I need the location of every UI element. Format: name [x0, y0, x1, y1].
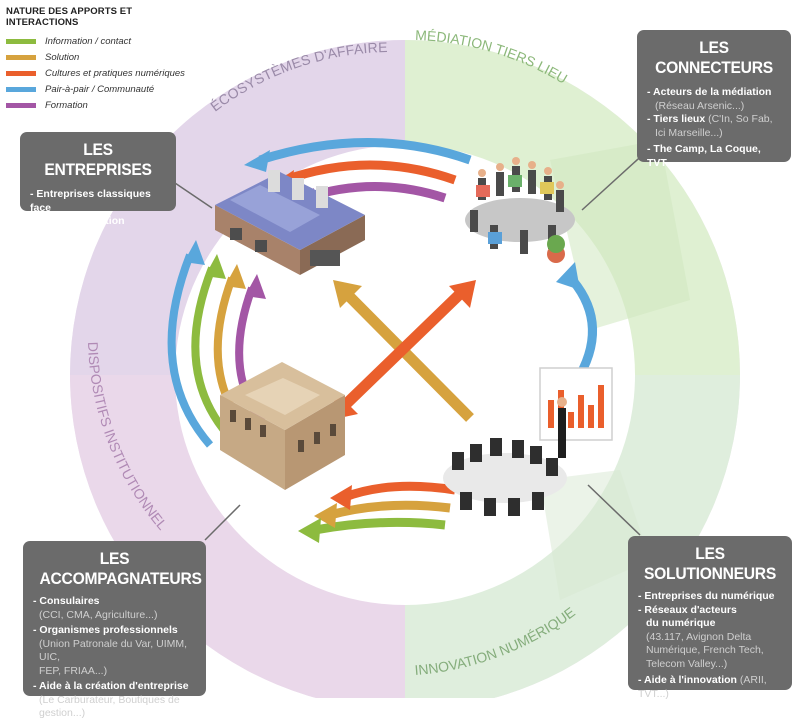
solutionneurs-line-2-sub: (43.117, Avignon Delta	[646, 630, 752, 643]
accompagnateurs-line-1-sub: (CCI, CMA, Agriculture...)	[39, 608, 158, 621]
mediation-highlight	[550, 140, 690, 330]
solutionneurs-line-2-sub2: Numérique, French Tech,	[646, 644, 764, 656]
connecteurs-line-1-sub: (Réseau Arsenic...)	[655, 99, 745, 112]
entreprises-line-1: - Entreprises classiques face	[30, 188, 151, 214]
legend-swatch-green	[6, 38, 36, 44]
diagonal-orange	[338, 288, 466, 412]
arrow-head-blue-top	[244, 150, 270, 172]
legend-label: Information / contact	[45, 35, 132, 47]
connecteurs-line-2: - Tiers lieux (C'In, So Fab,	[647, 113, 773, 125]
arrow-head-blue-left	[184, 240, 205, 265]
accompagnateurs-line-1: - Consulaires	[33, 595, 100, 607]
legend-item: Formation	[6, 97, 196, 113]
connecteurs-line-2-sub: Ici Marseille...)	[655, 126, 723, 139]
legend-item: Information / contact	[6, 33, 196, 49]
entreprises-box: LES ENTREPRISES - Entreprises classiques…	[20, 132, 176, 227]
diagonal-orange-head	[449, 280, 476, 308]
legend-item: Pair-à-pair / Communauté	[6, 81, 196, 97]
arrow-head-orange-bottom	[330, 485, 352, 510]
entreprises-line-2: à la transformation	[30, 215, 125, 227]
solutionneurs-line-2-sub3: Telecom Valley...)	[646, 657, 728, 670]
accompagnateurs-box: LES ACCOMPAGNATEURS - Consulaires (CCI, …	[23, 541, 206, 719]
connecteurs-line-1: - Acteurs de la médiation	[647, 86, 772, 98]
accompagnateurs-line-2-sub: (Union Patronale du Var, UIMM, UIC,	[39, 637, 188, 664]
pointer-entreprises	[174, 182, 213, 209]
pointer-connecteurs	[581, 149, 649, 211]
accompagnateurs-title: LES ACCOMPAGNATEURS	[39, 549, 202, 588]
institution-building-icon	[220, 362, 345, 490]
legend-swatch-purple	[6, 102, 36, 108]
legend-swatch-blue	[6, 86, 36, 92]
arrow-head-green-bottom	[298, 518, 321, 543]
legend-label: Cultures et pratiques numériques	[45, 67, 185, 79]
legend-title: NATURE DES APPORTS ET INTERACTIONS	[6, 6, 133, 28]
legend-label: Formation	[45, 99, 88, 111]
diagonal-gold-head	[333, 280, 362, 308]
legend: NATURE DES APPORTS ET INTERACTIONS Infor…	[6, 6, 196, 113]
ecosystem-diagram: ÉCOSYSTÈMES D'AFFAIRE MÉDIATION TIERS LI…	[0, 0, 740, 698]
solutionneurs-line-3: - Aide à l'innovation (ARII, TVT...)	[638, 674, 767, 700]
people-group-icon	[465, 157, 575, 263]
accompagnateurs-line-2-sub2: FEP, FRIAA...)	[39, 664, 108, 677]
arrow-head-purple-left	[245, 274, 266, 299]
solutionneurs-line-2: - Réseaux d'acteurs	[638, 603, 737, 616]
legend-item: Solution	[6, 49, 196, 65]
legend-label: Solution	[45, 51, 80, 63]
arrows-bottom	[314, 481, 456, 535]
connecteurs-title: LES CONNECTEURS	[655, 38, 773, 77]
legend-label: Pair-à-pair / Communauté	[45, 83, 155, 95]
arrow-head-gold-bottom	[314, 503, 337, 528]
solutionneurs-line-2b: du numérique	[646, 617, 716, 629]
connecteurs-box: LES CONNECTEURS - Acteurs de la médiatio…	[637, 30, 791, 169]
accompagnateurs-line-2: - Organismes professionnels	[33, 624, 178, 636]
entreprises-title: LES ENTREPRISES	[44, 140, 152, 179]
diagonal-gold	[341, 288, 474, 422]
solutionneurs-highlight	[540, 470, 650, 600]
legend-swatch-gold	[6, 54, 36, 60]
legend-item: Cultures et pratiques numériques	[6, 65, 196, 81]
connecteurs-line-3: - The Camp, La Coque, TVT...	[647, 143, 761, 169]
meeting-room-icon	[443, 367, 613, 516]
legend-swatch-orange	[6, 70, 36, 76]
solutionneurs-title: LES SOLUTIONNEURS	[644, 544, 776, 583]
pointer-accompagnateurs	[204, 504, 241, 541]
arrow-head-green-left	[205, 254, 226, 279]
arrow-head-gold-left	[225, 264, 246, 289]
pointer-solutionneurs	[587, 484, 641, 536]
arrow-head-right-top	[556, 262, 580, 290]
solutionneurs-line-1: - Entreprises du numérique	[638, 590, 775, 602]
solutionneurs-box: LES SOLUTIONNEURS - Entreprises du numér…	[628, 536, 792, 700]
factory-icon	[215, 170, 365, 275]
accompagnateurs-line-3: - Aide à la création d'entreprise	[33, 680, 189, 692]
